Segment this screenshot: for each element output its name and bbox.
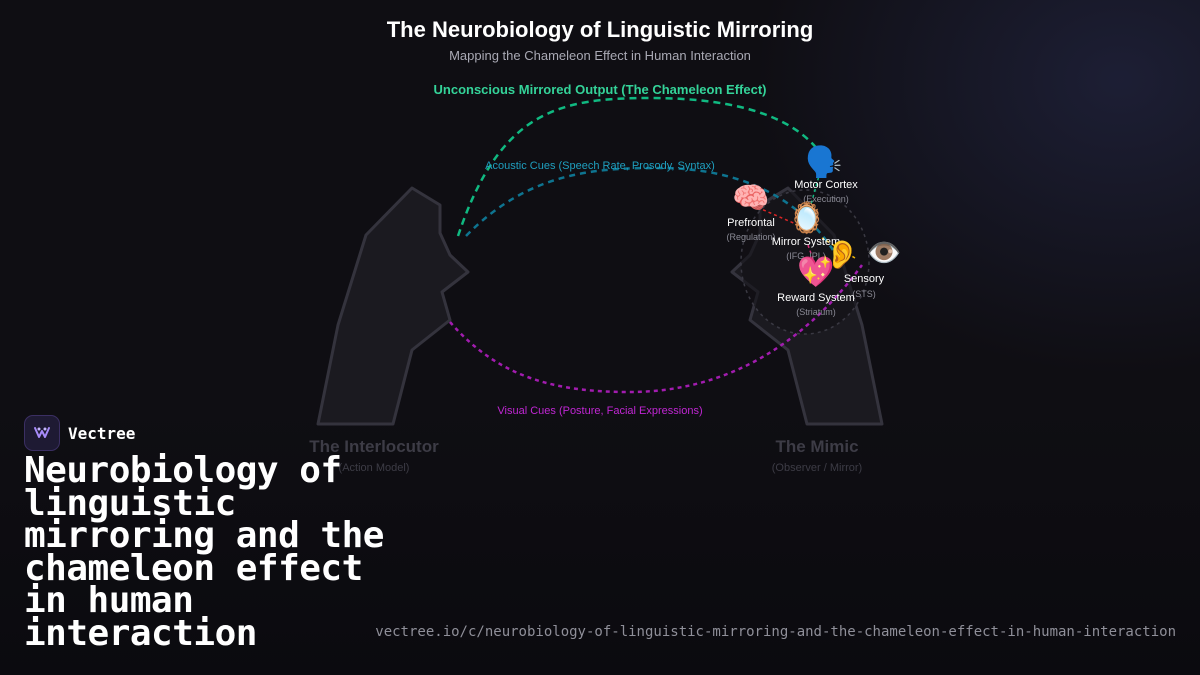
motor-cortex-node: 🗣️ Motor Cortex (Execution) [794,144,858,204]
link-mirror-motor [807,164,823,216]
mirror-system-subtitle: (IFG, IPL) [786,251,826,261]
sparkling-heart-icon: 💖 [797,254,835,289]
sensory-subtitle: (STS) [852,289,876,299]
link-sensory-mirror [821,237,856,259]
brand: Vectree [24,415,135,451]
prefrontal-subtitle: (Regulation) [726,232,775,242]
mimic-title: The Mimic [775,437,858,456]
prefrontal-node: 🧠 Prefrontal (Regulation) [726,182,775,242]
interlocutor-subtitle: (Action Model) [339,462,410,474]
link-prefrontal-mirror [751,204,806,229]
sensory-node: 👂 👁️ Sensory (STS) [825,237,902,299]
reward-system-subtitle: (Striatum) [796,307,836,317]
acoustic-loop-label: Acoustic Cues (Speech Rate, Prosody, Syn… [485,160,715,172]
interlocutor-title: The Interlocutor [309,437,439,456]
vectree-logo-icon [24,415,60,451]
brand-name: Vectree [68,423,136,443]
headline: Neurobiology of linguistic mirroring and… [24,450,384,654]
page-title: The Neurobiology of Linguistic Mirroring [386,17,814,42]
brain-icon: 🧠 [732,182,769,215]
interlocutor-head-silhouette [316,186,470,426]
visual-loop [449,264,864,394]
mimic-brain-region [740,189,870,335]
prefrontal-title: Prefrontal [727,217,775,229]
ear-icon: 👂 [825,238,860,270]
output-loop-label: Unconscious Mirrored Output (The Chamele… [434,82,767,97]
mirror-icon: 🪞 [788,200,825,235]
page-url[interactable]: vectree.io/c/neurobiology-of-linguistic-… [375,624,1176,640]
mimic-subtitle: (Observer / Mirror) [772,462,862,474]
eye-icon: 👁️ [867,237,902,268]
mirror-system-node: 🪞 Mirror System (IFG, IPL) [772,200,840,261]
sensory-title: Sensory [844,273,885,285]
visual-loop-label: Visual Cues (Posture, Facial Expressions… [497,405,702,417]
acoustic-loop [465,166,835,251]
page-subtitle: Mapping the Chameleon Effect in Human In… [449,48,751,63]
motor-cortex-title: Motor Cortex [794,179,858,191]
mirror-system-title: Mirror System [772,236,840,248]
speaking-head-icon: 🗣️ [805,144,842,179]
motor-cortex-subtitle: (Execution) [803,194,849,204]
reward-system-node: 💖 Reward System (Striatum) [777,254,855,317]
reward-system-title: Reward System [777,292,855,304]
